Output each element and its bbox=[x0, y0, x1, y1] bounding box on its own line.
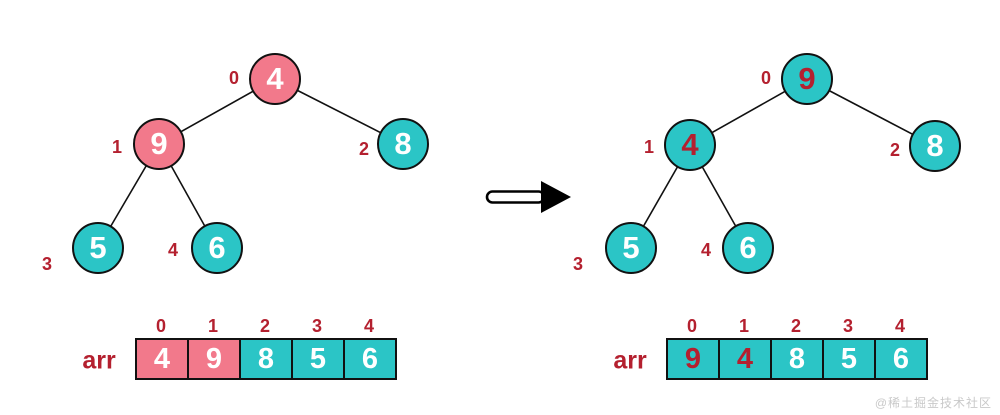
right-arrow-icon bbox=[485, 181, 571, 213]
cell-value: 6 bbox=[892, 342, 910, 375]
left-tree-index-3: 3 bbox=[41, 254, 53, 274]
array-index: 0 bbox=[155, 316, 166, 336]
left-array-cells: 4 9 8 5 6 bbox=[135, 338, 397, 380]
node-value: 5 bbox=[622, 230, 640, 265]
right-tree-index-1: 1 bbox=[643, 137, 655, 157]
node-value: 9 bbox=[150, 126, 168, 161]
array-cell: 9 bbox=[187, 338, 241, 380]
array-cell: 8 bbox=[239, 338, 293, 380]
array-index: 3 bbox=[311, 316, 322, 336]
left-array-label: arr bbox=[82, 346, 116, 375]
array-index: 4 bbox=[363, 316, 374, 336]
left-tree-index-4: 4 bbox=[167, 240, 179, 260]
array-cell: 8 bbox=[770, 338, 824, 380]
node-value: 8 bbox=[394, 126, 412, 161]
left-tree-node-1: 9 bbox=[133, 118, 185, 170]
right-tree-node-4: 6 bbox=[722, 222, 774, 274]
array-cell: 4 bbox=[135, 338, 189, 380]
right-tree-index-3: 3 bbox=[572, 254, 584, 274]
left-array-indices: 0 1 2 3 4 bbox=[135, 316, 395, 337]
left-tree-node-0: 4 bbox=[249, 53, 301, 105]
array-cell: 6 bbox=[343, 338, 397, 380]
array-index: 2 bbox=[259, 316, 270, 336]
cell-value: 5 bbox=[309, 342, 327, 375]
cell-value: 6 bbox=[361, 342, 379, 375]
cell-value: 8 bbox=[257, 342, 275, 375]
cell-value: 5 bbox=[840, 342, 858, 375]
node-value: 6 bbox=[739, 230, 757, 265]
left-tree-node-2: 8 bbox=[377, 118, 429, 170]
cell-value: 9 bbox=[684, 342, 702, 375]
left-tree-node-3: 5 bbox=[72, 222, 124, 274]
right-tree-index-4: 4 bbox=[700, 240, 712, 260]
array-index: 1 bbox=[207, 316, 218, 336]
array-index: 0 bbox=[686, 316, 697, 336]
cell-value: 4 bbox=[736, 342, 754, 375]
node-value: 4 bbox=[681, 127, 699, 162]
array-cell: 4 bbox=[718, 338, 772, 380]
array-cell: 9 bbox=[666, 338, 720, 380]
node-value: 6 bbox=[208, 230, 226, 265]
cell-value: 8 bbox=[788, 342, 806, 375]
right-array-label: arr bbox=[613, 346, 647, 375]
left-tree-node-4: 6 bbox=[191, 222, 243, 274]
node-value: 8 bbox=[926, 128, 944, 163]
node-value: 5 bbox=[89, 230, 107, 265]
array-cell: 5 bbox=[822, 338, 876, 380]
right-array-cells: 9 4 8 5 6 bbox=[666, 338, 928, 380]
array-cell: 6 bbox=[874, 338, 928, 380]
left-tree-index-2: 2 bbox=[358, 139, 370, 159]
cell-value: 4 bbox=[153, 342, 171, 375]
array-index: 2 bbox=[790, 316, 801, 336]
right-tree-index-2: 2 bbox=[889, 140, 901, 160]
array-index: 1 bbox=[738, 316, 749, 336]
node-value: 4 bbox=[266, 61, 284, 96]
right-tree-index-0: 0 bbox=[760, 68, 772, 88]
array-index: 3 bbox=[842, 316, 853, 336]
cell-value: 9 bbox=[205, 342, 223, 375]
right-tree-node-3: 5 bbox=[605, 222, 657, 274]
node-value: 9 bbox=[798, 61, 816, 96]
array-cell: 5 bbox=[291, 338, 345, 380]
right-tree-node-2: 8 bbox=[909, 120, 961, 172]
right-array-indices: 0 1 2 3 4 bbox=[666, 316, 926, 337]
array-index: 4 bbox=[894, 316, 905, 336]
left-tree-index-0: 0 bbox=[228, 68, 240, 88]
left-tree-index-1: 1 bbox=[111, 137, 123, 157]
right-tree-node-1: 4 bbox=[664, 119, 716, 171]
right-tree-node-0: 9 bbox=[781, 53, 833, 105]
watermark: @稀土掘金技术社区 bbox=[874, 396, 992, 410]
